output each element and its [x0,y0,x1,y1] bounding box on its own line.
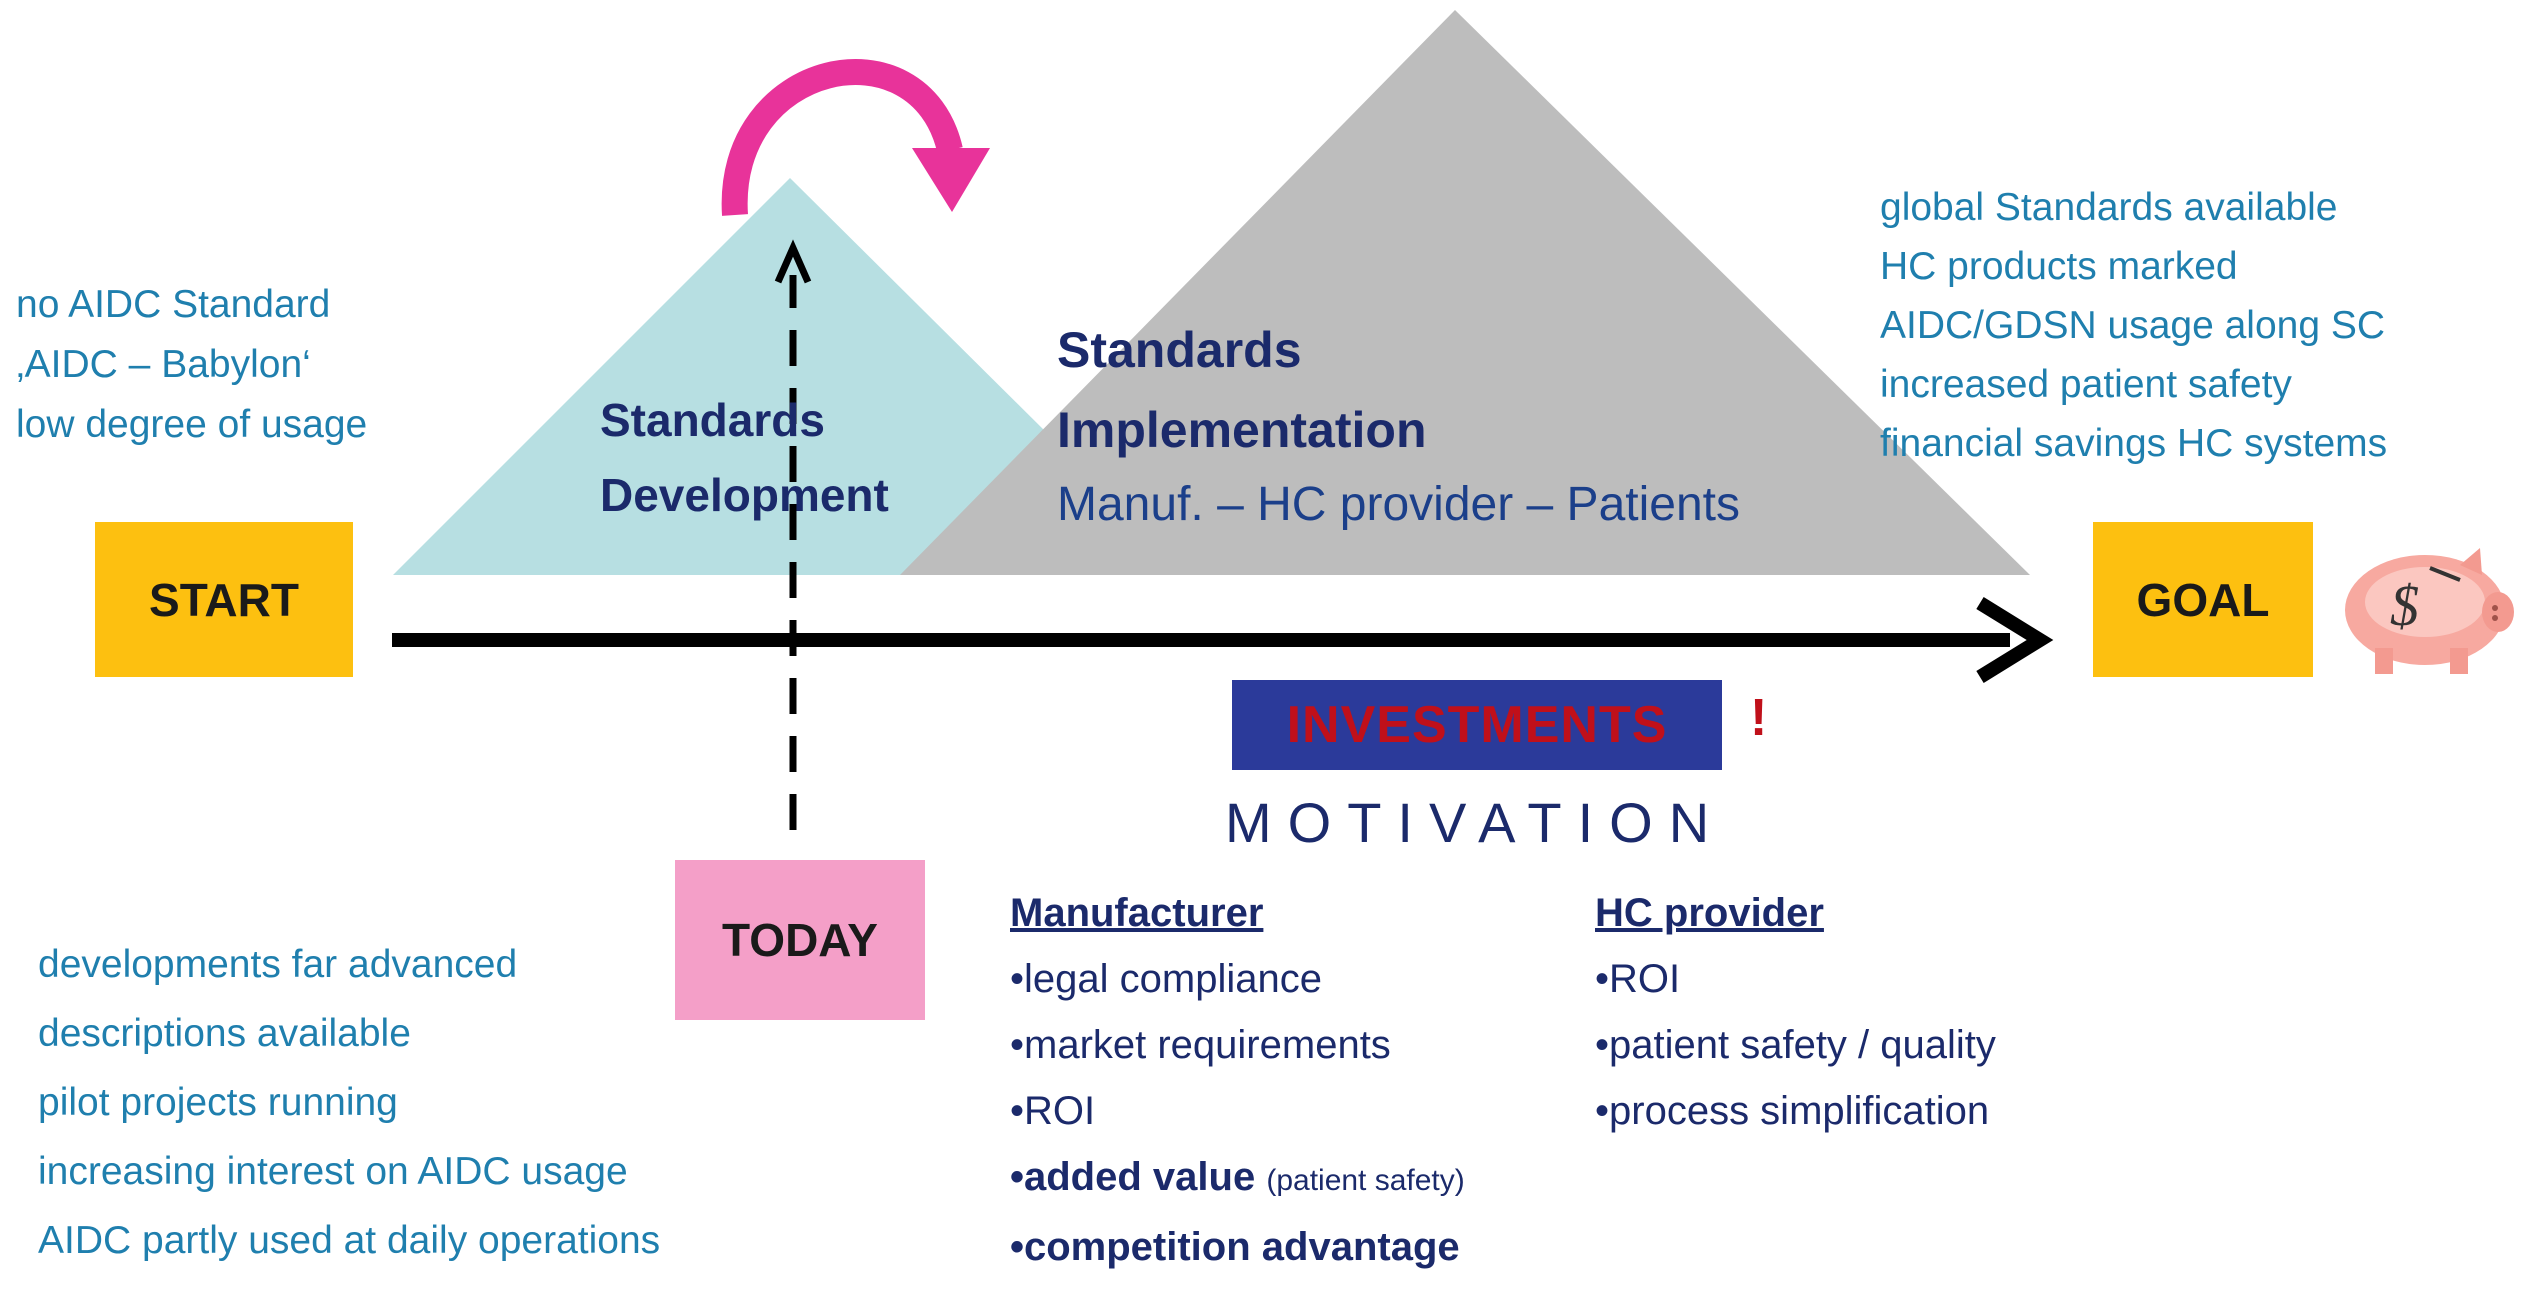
implementation-label: Standards Implementation Manuf. – HC pro… [1057,310,1740,540]
development-label: Standards Development [600,383,889,533]
start-note: low degree of usage [16,403,368,446]
goal-notes: global Standards available HC products m… [1880,178,2387,473]
piggy-bank-icon: $ [2345,548,2514,674]
today-label: TODAY [722,914,878,966]
start-note: ‚AIDC – Babylon‘ [16,343,311,386]
manufacturer-heading: Manufacturer [1010,891,1264,935]
today-box: TODAY [675,860,925,1020]
development-line2: Development [600,469,889,521]
curved-arrow [721,59,963,216]
goal-note: increased patient safety [1880,363,2292,406]
investments-exclaim: ! [1750,689,1768,747]
hc-provider-heading: HC provider [1595,891,1824,935]
implementation-line1: Standards [1057,322,1302,378]
today-note: descriptions available [38,1012,411,1055]
today-note: pilot projects running [38,1081,398,1124]
goal-box: GOAL [2093,522,2313,677]
curved-arrow-head [912,148,990,212]
implementation-line3: Manuf. – HC provider – Patients [1057,478,1740,531]
manufacturer-item: •legal compliance [1010,957,1322,1001]
added-value-note: (patient safety) [1266,1164,1465,1197]
implementation-triangle [900,10,2030,575]
today-note: AIDC partly used at daily operations [38,1219,661,1262]
motivation-title: MOTIVATION [1225,791,1726,854]
goal-note: HC products marked [1880,245,2238,288]
goal-note: financial savings HC systems [1880,422,2388,465]
hc-provider-item: •ROI [1595,957,1681,1001]
goal-note: AIDC/GDSN usage along SC [1880,304,2386,347]
start-label: START [149,573,299,626]
start-note: no AIDC Standard [16,283,331,326]
timeline-arrow-head [1976,597,2054,683]
start-notes: no AIDC Standard ‚AIDC – Babylon‘ low de… [16,280,367,450]
goal-note: global Standards available [1880,186,2338,229]
investments-box: INVESTMENTS [1232,680,1722,770]
development-triangle [393,178,1190,575]
today-note: developments far advanced [38,943,518,986]
manufacturer-item: •market requirements [1010,1023,1391,1067]
hc-provider-item: •process simplification [1595,1089,1990,1133]
today-note: increasing interest on AIDC usage [38,1150,628,1193]
start-box: START [95,522,353,677]
development-line1: Standards [600,394,825,446]
implementation-line2: Implementation [1057,402,1427,458]
goal-label: GOAL [2136,573,2270,626]
manufacturer-item: •added value [1010,1155,1256,1199]
today-dashed-arrow-head [774,239,812,284]
hc-provider-item: •patient safety / quality [1595,1023,1996,1067]
manufacturer-column: Manufacturer •legal compliance •market r… [1010,880,1465,1280]
manufacturer-item: •ROI [1010,1089,1096,1133]
svg-text:$: $ [2390,573,2419,638]
hc-provider-column: HC provider •ROI •patient safety / quali… [1595,880,1996,1144]
investments-label: INVESTMENTS [1286,696,1668,754]
today-notes: developments far advanced descriptions a… [38,930,660,1275]
manufacturer-item: •competition advantage [1010,1225,1460,1269]
manufacturer-item-added-value: •added value (patient safety) [1010,1144,1465,1214]
